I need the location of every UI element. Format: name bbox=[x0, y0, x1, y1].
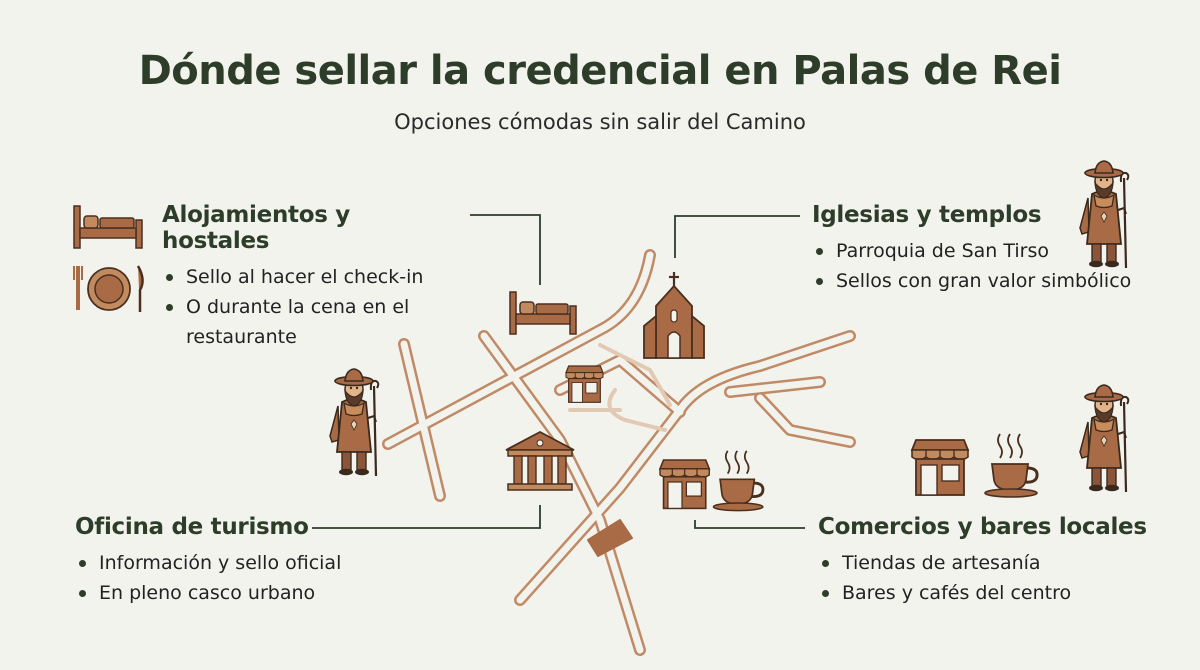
plate-cutlery-icon bbox=[73, 265, 144, 312]
shop-icon bbox=[911, 439, 969, 496]
map-lanes bbox=[568, 343, 672, 432]
connector-comercios bbox=[694, 520, 805, 529]
coffee-cup-icon bbox=[983, 432, 1039, 499]
pilgrim-icon-left bbox=[328, 367, 380, 478]
connector-oficina bbox=[312, 505, 541, 529]
map-streets-inner bbox=[384, 251, 854, 654]
list-item: Bares y cafés del centro bbox=[818, 578, 1178, 608]
museum-building-icon bbox=[505, 430, 575, 491]
list-oficina: Información y sello oficial En pleno cas… bbox=[75, 548, 395, 608]
map-block bbox=[587, 519, 633, 557]
map-bed-icon bbox=[509, 291, 577, 335]
list-item: En pleno casco urbano bbox=[75, 578, 395, 608]
map-coffee-cup-icon bbox=[712, 449, 765, 513]
pilgrim-icon-top-right bbox=[1078, 159, 1130, 270]
section-title-alojamientos: Alojamientos y hostales bbox=[162, 202, 350, 254]
section-comercios: Comercios y bares locales Tiendas de art… bbox=[818, 514, 1178, 608]
street-map bbox=[382, 249, 856, 656]
section-title-oficina: Oficina de turismo bbox=[75, 514, 309, 540]
connector-iglesias bbox=[674, 215, 800, 258]
connector-alojamientos bbox=[470, 214, 541, 285]
section-title-comercios: Comercios y bares locales bbox=[818, 514, 1147, 540]
page-title: Dónde sellar la credencial en Palas de R… bbox=[138, 48, 1062, 94]
section-alojamientos: Alojamientos y hostales Sello al hacer e… bbox=[162, 202, 442, 352]
list-item: Sello al hacer el check-in bbox=[162, 262, 442, 292]
list-item: Información y sello oficial bbox=[75, 548, 395, 578]
bed-icon bbox=[73, 205, 143, 249]
connector-lines bbox=[312, 214, 805, 529]
list-alojamientos: Sello al hacer el check-in O durante la … bbox=[162, 262, 442, 352]
pilgrim-icon-bottom-right bbox=[1078, 383, 1130, 494]
list-comercios: Tiendas de artesanía Bares y cafés del c… bbox=[818, 548, 1178, 608]
church-icon bbox=[643, 272, 705, 359]
page-subtitle: Opciones cómodas sin salir del Camino bbox=[394, 110, 806, 134]
list-item: Tiendas de artesanía bbox=[818, 548, 1178, 578]
map-shop-icon-small bbox=[565, 365, 604, 403]
list-item: Sellos con gran valor simbólico bbox=[812, 266, 1162, 296]
header: Dónde sellar la credencial en Palas de R… bbox=[138, 48, 1062, 134]
map-shop-icon bbox=[659, 459, 711, 510]
